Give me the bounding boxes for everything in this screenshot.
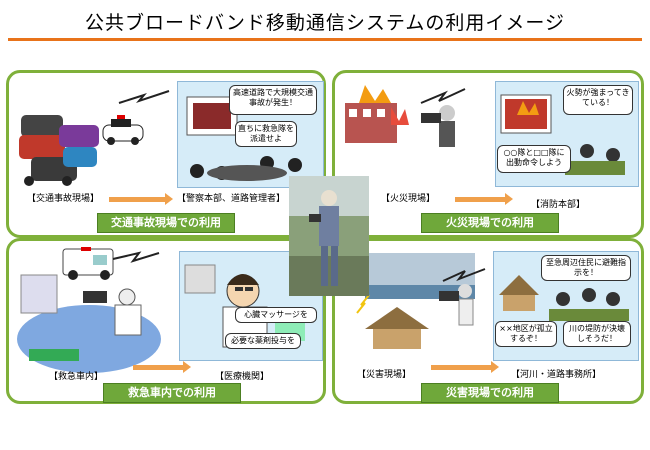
fire-hq-icon	[500, 94, 625, 175]
speech-bubble-isolated: ××地区が孤立するぞ！	[495, 321, 557, 347]
arrow-disaster	[431, 361, 499, 373]
panel-disaster: 至急周辺住民に避難指示を！ ××地区が孤立するぞ！ 川の堤防が決壊しそうだ！ 【…	[332, 238, 644, 404]
caption-ambulance-site: 【救急車内】	[49, 372, 104, 382]
caption-fire-site: 【火災現場】	[381, 194, 436, 204]
field-worker-photo	[289, 176, 369, 296]
panel-title-fire: 火災現場での利用	[421, 213, 559, 233]
caption-fire-hq: 【消防本部】	[531, 200, 586, 210]
disaster-scene-illustration	[356, 253, 486, 349]
caption-disaster-hq: 【河川・道路事務所】	[511, 370, 602, 380]
speech-bubble-medication: 必要な薬剤投与を	[225, 333, 301, 349]
speech-bubble-cpr: 心臓マッサージを	[235, 307, 317, 323]
arrow-traffic	[109, 193, 173, 205]
panel-fire: 火勢が強まってきている！ ○○隊と□□隊に出動命令しよう 【火災現場】 【消防本…	[332, 70, 644, 238]
arrow-ambulance	[133, 361, 191, 373]
caption-disaster-site: 【災害現場】	[357, 370, 412, 380]
speech-bubble-dispatch: 直ちに救急隊を派遣せよ	[235, 121, 297, 147]
meeting-room-icon	[186, 96, 302, 181]
speech-bubble-dispatch-order: ○○隊と□□隊に出動命令しよう	[497, 145, 571, 173]
caption-ambulance-hq: 【医療機関】	[215, 372, 270, 382]
ambulance-scene-illustration	[17, 247, 161, 373]
fire-scene-illustration	[345, 85, 466, 147]
caption-traffic-site: 【交通事故現場】	[27, 194, 100, 204]
panel-title-disaster: 災害現場での利用	[421, 383, 559, 403]
panel-title-ambulance: 救急車内での利用	[103, 383, 241, 403]
speech-bubble-fire-growing: 火勢が強まってきている！	[563, 85, 633, 115]
panel-traffic-accident: 高速道路で大規模交通事故が発生！ 直ちに救急隊を派遣せよ 【交通事故現場】 【警…	[6, 70, 326, 238]
traffic-scene-illustration	[19, 90, 170, 186]
caption-traffic-hq: 【警察本部、道路管理者】	[177, 194, 286, 204]
page-title: 公共ブロードバンド移動通信システムの利用イメージ	[84, 12, 565, 34]
speech-bubble-evacuation: 至急周辺住民に避難指示を！	[541, 255, 631, 281]
panel-title-traffic: 交通事故現場での利用	[97, 213, 235, 233]
speech-bubble-accident: 高速道路で大規模交通事故が発生！	[229, 85, 317, 115]
office-meeting-icon	[499, 275, 629, 321]
panel-ambulance: 心臓マッサージを 必要な薬剤投与を 【救急車内】 【医療機関】 救急車内での利用	[6, 238, 326, 404]
speech-bubble-levee: 川の堤防が決壊しそうだ！	[563, 321, 631, 347]
arrow-fire	[455, 193, 513, 205]
title-underline	[8, 38, 642, 41]
